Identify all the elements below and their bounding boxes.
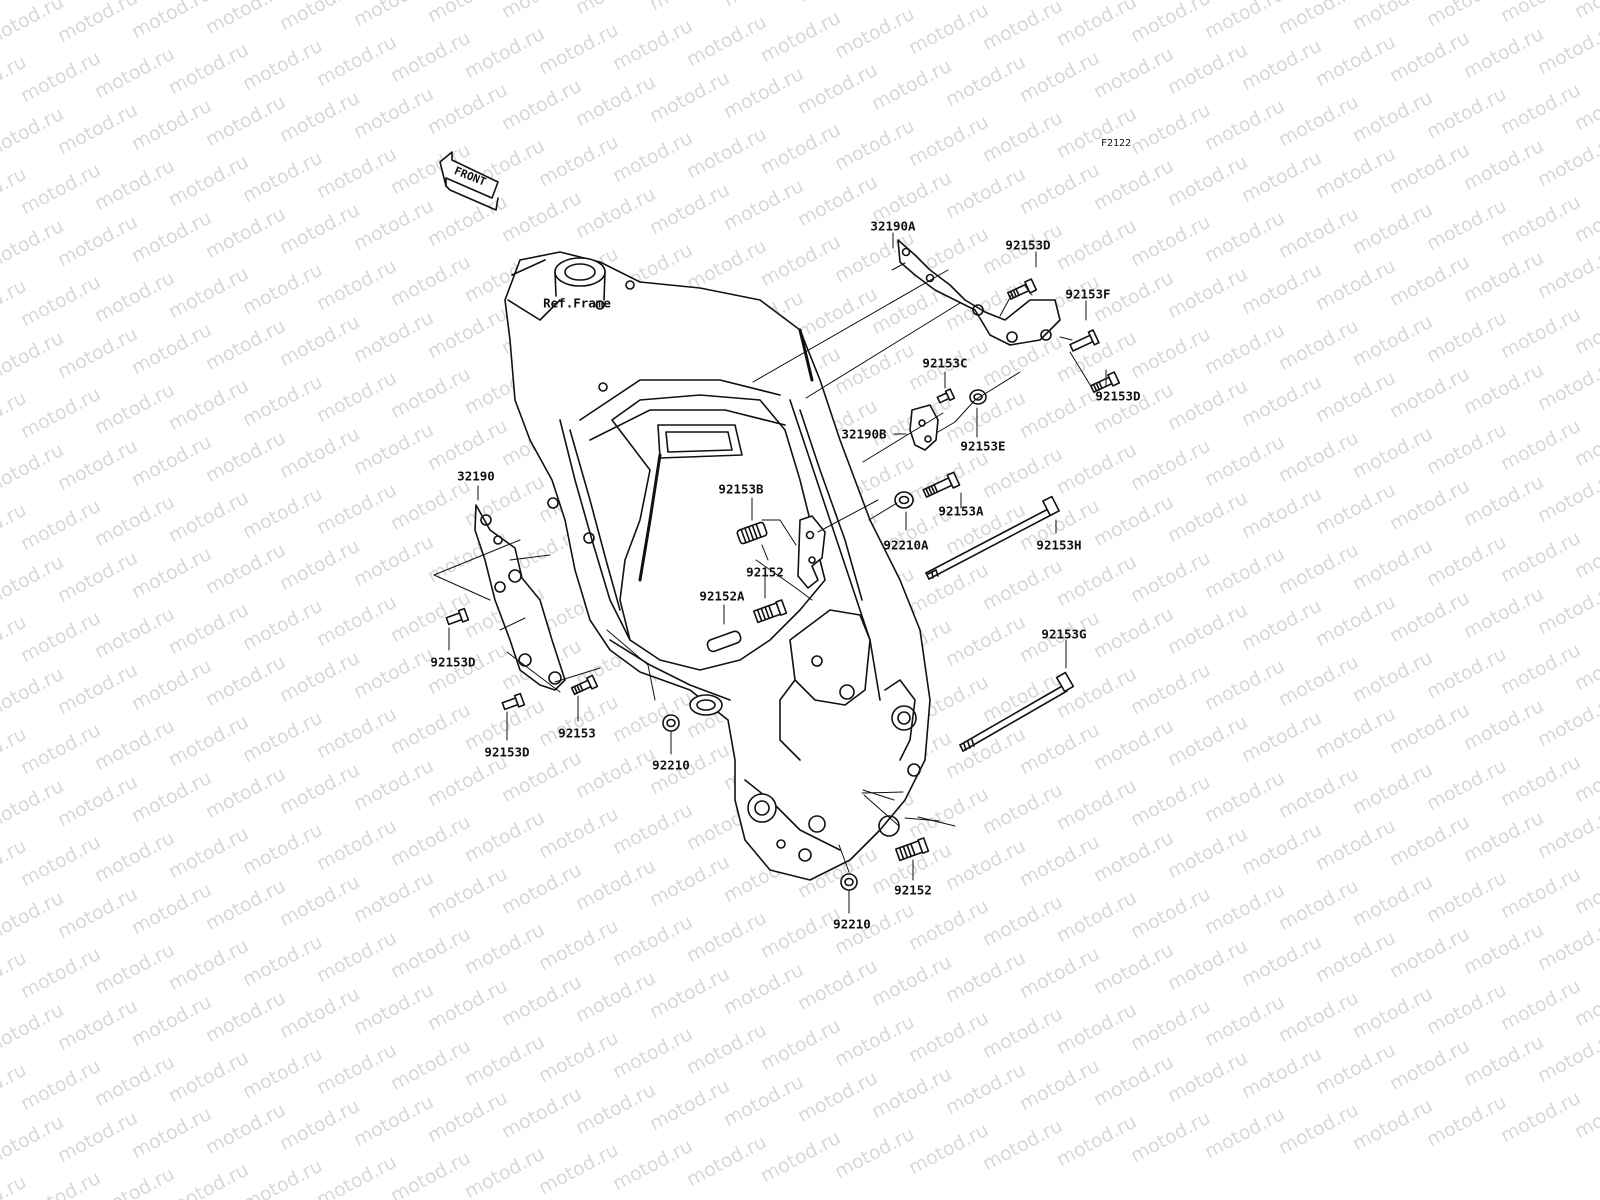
bolt-92153c — [936, 388, 956, 404]
engine-bracket-32190b — [909, 404, 939, 451]
part-label-92153: 92153 — [558, 725, 596, 741]
bolt-92153 — [570, 674, 599, 696]
part-label-92210a: 92210A — [883, 537, 929, 553]
front-arrow-icon: FRONT — [439, 151, 499, 211]
part-label-92152: 92152 — [746, 564, 784, 580]
spacer-92153b — [736, 521, 768, 545]
part-label-92153f: 92153F — [1065, 286, 1111, 302]
bolt-92152-a — [752, 599, 788, 624]
part-label-92153e: 92153E — [960, 438, 1006, 454]
bolt-92153d-a — [1007, 278, 1038, 300]
main-frame — [504, 251, 931, 881]
spacer-92152a — [706, 630, 742, 653]
nut-92210-b — [840, 873, 858, 891]
part-label-92153d: 92153D — [430, 654, 476, 670]
engine-bracket-right-32190a — [897, 239, 1061, 346]
part-label-32190b: 32190B — [841, 426, 887, 442]
part-label-92152: 92152 — [894, 882, 932, 898]
bolt-92152-b — [894, 837, 930, 862]
diagram-code: F2122 — [1101, 138, 1132, 149]
engine-bracket-left-32190 — [474, 504, 566, 691]
part-label-92210: 92210 — [833, 916, 871, 932]
bolt-92153d-c — [445, 607, 470, 626]
assembly-lines — [433, 262, 1093, 873]
part-label-32190: 32190 — [457, 468, 495, 484]
part-label-92153g: 92153G — [1041, 626, 1087, 642]
part-label-92153d: 92153D — [1095, 388, 1141, 404]
part-label-92152a: 92152A — [699, 588, 745, 604]
part-label-92153h: 92153H — [1036, 537, 1082, 553]
part-label-92210: 92210 — [652, 757, 690, 773]
part-label-92153d: 92153D — [484, 744, 530, 760]
bolt-92153f — [1069, 329, 1100, 352]
long-bolt-92153g — [959, 671, 1075, 752]
long-bolt-92153h — [925, 495, 1060, 580]
bolt-92153d-b — [1090, 371, 1121, 393]
part-label-92153d: 92153D — [1005, 237, 1051, 253]
part-label-32190a: 32190A — [870, 218, 916, 234]
collar-92153e — [969, 389, 987, 405]
part-label-92153b: 92153B — [718, 481, 764, 497]
nut-92210-a — [662, 714, 680, 732]
leader-lines — [448, 232, 1107, 914]
part-label-92153a: 92153A — [938, 503, 984, 519]
ref-frame-label: Ref.Frame — [543, 295, 611, 311]
bolt-92153a — [922, 471, 961, 498]
nut-92210a — [894, 491, 914, 509]
bolt-92153d-d — [501, 692, 526, 711]
part-label-92153c: 92153C — [922, 355, 968, 371]
